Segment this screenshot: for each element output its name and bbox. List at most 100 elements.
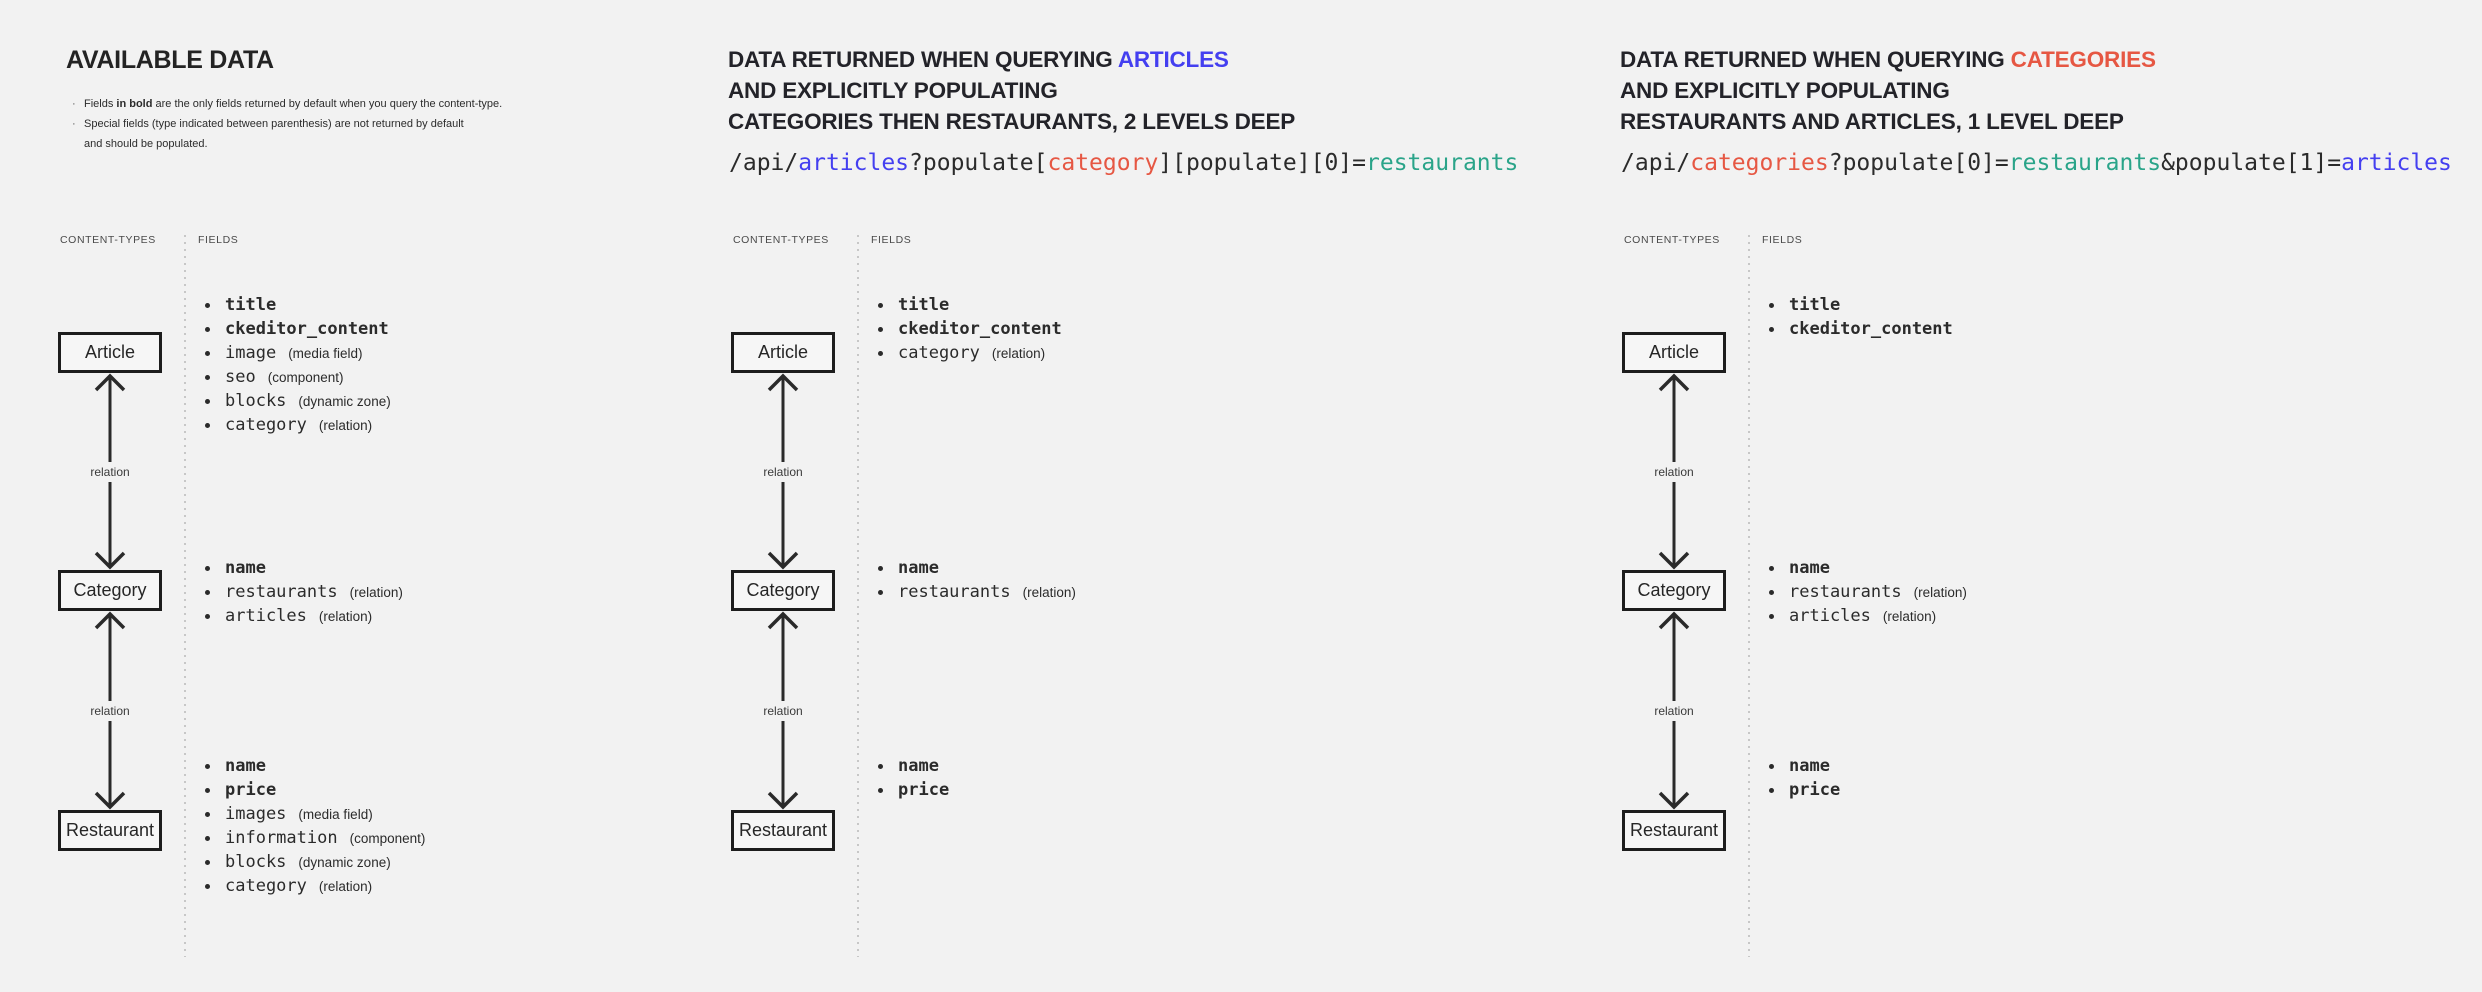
node-article-box: Article	[731, 332, 835, 373]
node-category-box: Category	[1622, 570, 1726, 611]
fields-label: FIELDS	[871, 234, 912, 246]
panel-available-data: AVAILABLE DATA · Fields in bold are the …	[0, 0, 700, 992]
node-article-box: Article	[58, 332, 162, 373]
field-row: articles(relation)	[1768, 604, 1967, 628]
bullet-icon	[1769, 565, 1774, 571]
bullet-icon	[1769, 302, 1774, 308]
bullet-icon	[205, 787, 210, 793]
field-row: title	[1768, 293, 1965, 317]
field-row: price	[1768, 778, 1852, 802]
panel-heading: DATA RETURNED WHEN QUERYING CATEGORIES A…	[1620, 47, 2156, 134]
bullet-icon: ·	[72, 118, 76, 130]
bullet-icon	[205, 589, 210, 595]
node-category-box: Category	[731, 570, 835, 611]
bullet-icon	[205, 374, 210, 380]
fields-label: FIELDS	[1762, 234, 1803, 246]
note-bold-fields: · Fields in bold are the only fields ret…	[72, 94, 502, 114]
field-row: name	[1768, 754, 1852, 778]
field-row: blocks(dynamic zone)	[204, 389, 401, 413]
bullet-icon	[205, 398, 210, 404]
field-row: image(media field)	[204, 341, 401, 365]
panel-query-articles: DATA RETURNED WHEN QUERYING ARTICLES AND…	[700, 0, 1590, 992]
bullet-icon	[1769, 613, 1774, 619]
bullet-icon	[205, 613, 210, 619]
relation-arrow: relation	[1648, 373, 1700, 570]
relation-arrow: relation	[1648, 611, 1700, 810]
note-special-fields: · Special fields (type indicated between…	[72, 114, 502, 154]
category-fields: name restaurants(relation) articles(rela…	[1768, 556, 1967, 628]
bullet-icon	[205, 302, 210, 308]
field-row: name	[1768, 556, 1967, 580]
field-row: name	[877, 754, 961, 778]
dotted-divider	[1748, 235, 1750, 957]
category-fields: name restaurants(relation) articles(rela…	[204, 556, 403, 628]
field-row: ckeditor_content	[1768, 317, 1965, 341]
relation-arrow: relation	[757, 373, 809, 570]
diagram-query-categories: CONTENT-TYPES FIELDS Article relation Ca…	[1622, 234, 2222, 974]
field-row: restaurants(relation)	[877, 580, 1076, 604]
bullet-icon	[205, 835, 210, 841]
field-row: category(relation)	[204, 874, 425, 898]
bullet-icon	[205, 859, 210, 865]
relation-label: relation	[1648, 461, 1700, 482]
field-row: title	[877, 293, 1074, 317]
field-row: information(component)	[204, 826, 425, 850]
restaurant-fields: name price	[1768, 754, 1852, 802]
node-category-box: Category	[58, 570, 162, 611]
node-restaurant-box: Restaurant	[731, 810, 835, 851]
api-query-url: /api/articles?populate[category][populat…	[729, 150, 1519, 176]
node-restaurant-box: Restaurant	[58, 810, 162, 851]
bullet-icon	[878, 302, 883, 308]
field-row: name	[204, 556, 403, 580]
bullet-icon	[878, 565, 883, 571]
bullet-icon	[205, 811, 210, 817]
relation-arrow: relation	[84, 373, 136, 570]
relation-label: relation	[1648, 700, 1700, 721]
api-query-url: /api/categories?populate[0]=restaurants&…	[1621, 150, 2452, 176]
bullet-icon	[1769, 763, 1774, 769]
field-row: blocks(dynamic zone)	[204, 850, 425, 874]
relation-arrow: relation	[757, 611, 809, 810]
content-types-label: CONTENT-TYPES	[60, 234, 156, 246]
field-row: title	[204, 293, 401, 317]
dotted-divider	[857, 235, 859, 957]
bullet-icon	[878, 350, 883, 356]
field-row: name	[877, 556, 1076, 580]
panel-query-categories: DATA RETURNED WHEN QUERYING CATEGORIES A…	[1590, 0, 2482, 992]
notes: · Fields in bold are the only fields ret…	[72, 94, 502, 154]
note-text: Special fields (type indicated between p…	[84, 118, 464, 150]
bullet-icon	[878, 763, 883, 769]
diagram-available-data: CONTENT-TYPES FIELDS Article relation Ca…	[58, 234, 658, 974]
fields-label: FIELDS	[198, 234, 239, 246]
field-row: name	[204, 754, 425, 778]
bullet-icon	[205, 350, 210, 356]
bullet-icon	[1769, 787, 1774, 793]
bullet-icon	[205, 883, 210, 889]
dotted-divider	[184, 235, 186, 957]
bullet-icon	[878, 589, 883, 595]
relation-label: relation	[84, 461, 136, 482]
article-fields: title ckeditor_content image(media field…	[204, 293, 401, 437]
bullet-icon	[1769, 589, 1774, 595]
field-row: restaurants(relation)	[1768, 580, 1967, 604]
field-row: seo(component)	[204, 365, 401, 389]
relation-label: relation	[757, 461, 809, 482]
bullet-icon	[205, 763, 210, 769]
field-row: ckeditor_content	[204, 317, 401, 341]
highlight-categories: CATEGORIES	[2010, 47, 2156, 72]
note-text: Fields in bold are the only fields retur…	[84, 98, 503, 110]
bullet-icon	[1769, 326, 1774, 332]
bullet-icon	[205, 326, 210, 332]
field-row: price	[204, 778, 425, 802]
node-article-box: Article	[1622, 332, 1726, 373]
field-row: images(media field)	[204, 802, 425, 826]
field-row: restaurants(relation)	[204, 580, 403, 604]
bullet-icon: ·	[72, 98, 76, 110]
field-row: category(relation)	[877, 341, 1074, 365]
relation-label: relation	[757, 700, 809, 721]
content-types-label: CONTENT-TYPES	[733, 234, 829, 246]
page-title: AVAILABLE DATA	[66, 46, 274, 74]
node-restaurant-box: Restaurant	[1622, 810, 1726, 851]
bullet-icon	[878, 787, 883, 793]
